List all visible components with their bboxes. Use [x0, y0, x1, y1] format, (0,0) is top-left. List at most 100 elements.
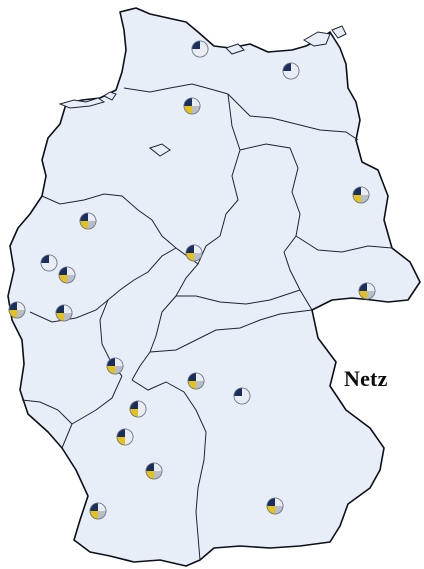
marker-segment-navy: [130, 401, 138, 409]
marker-segment-light: [154, 463, 162, 471]
city-marker-stuttgart: [145, 462, 163, 480]
marker-segment-light: [115, 358, 123, 366]
marker-ring: [40, 254, 58, 272]
marker-ring: [79, 212, 97, 230]
city-marker-berlin: [352, 186, 370, 204]
city-marker-bayreuth: [233, 387, 251, 405]
marker-segment-yellow: [80, 221, 88, 229]
marker-segment-navy: [267, 498, 275, 506]
marker-segment-light: [194, 245, 202, 253]
marker-segment-light: [138, 409, 146, 417]
marker-ring: [233, 387, 251, 405]
marker-ring: [187, 372, 205, 390]
marker-segment-yellow: [146, 471, 154, 479]
marker-segment-yellow: [184, 106, 192, 114]
marker-segment-gray: [115, 366, 123, 374]
marker-segment-light: [291, 63, 299, 71]
marker-segment-yellow: [117, 437, 125, 445]
marker-ring: [266, 497, 284, 515]
city-marker-rostock: [282, 62, 300, 80]
marker-segment-gray: [275, 506, 283, 514]
city-marker-bonn: [55, 304, 73, 322]
marker-segment-light: [88, 213, 96, 221]
germany-outline: [7, 7, 421, 567]
marker-ring: [89, 502, 107, 520]
marker-segment-light: [192, 49, 200, 57]
marker-segment-yellow: [130, 409, 138, 417]
marker-segment-navy: [234, 388, 242, 396]
marker-ring: [8, 301, 26, 319]
marker-segment-yellow: [359, 291, 367, 299]
marker-segment-gray: [367, 291, 375, 299]
marker-segment-light: [200, 49, 208, 57]
marker-segment-light: [275, 498, 283, 506]
marker-segment-gray: [196, 381, 204, 389]
marker-ring: [352, 186, 370, 204]
marker-segment-yellow: [90, 511, 98, 519]
marker-segment-light: [98, 503, 106, 511]
marker-segment-navy: [283, 63, 291, 71]
marker-segment-light: [67, 267, 75, 275]
marker-segment-gray: [17, 310, 25, 318]
marker-segment-light: [367, 283, 375, 291]
marker-segment-light: [196, 373, 204, 381]
marker-segment-light: [242, 388, 250, 396]
marker-ring: [129, 400, 147, 418]
city-marker-essen: [58, 266, 76, 284]
city-marker-aachen: [8, 301, 26, 319]
city-marker-mannheim: [129, 400, 147, 418]
marker-segment-navy: [56, 305, 64, 313]
marker-segment-light: [125, 437, 133, 445]
marker-segment-yellow: [107, 366, 115, 374]
marker-segment-yellow: [9, 310, 17, 318]
marker-ring: [116, 428, 134, 446]
marker-segment-light: [361, 187, 369, 195]
city-marker-muenster: [79, 212, 97, 230]
marker-segment-navy: [80, 213, 88, 221]
marker-segment-navy: [188, 373, 196, 381]
marker-segment-navy: [90, 503, 98, 511]
state-borders: [21, 83, 393, 561]
marker-ring: [191, 40, 209, 58]
marker-segment-navy: [117, 429, 125, 437]
marker-segment-yellow: [353, 195, 361, 203]
marker-segment-light: [192, 98, 200, 106]
marker-ring: [183, 97, 201, 115]
marker-ring: [185, 244, 203, 262]
marker-segment-yellow: [188, 381, 196, 389]
city-marker-kiel: [191, 40, 209, 58]
marker-ring: [58, 266, 76, 284]
marker-ring: [55, 304, 73, 322]
city-marker-munich: [266, 497, 284, 515]
city-marker-hamburg: [183, 97, 201, 115]
city-marker-goettingen: [185, 244, 203, 262]
city-marker-freiburg: [89, 502, 107, 520]
marker-segment-navy: [184, 98, 192, 106]
marker-segment-gray: [88, 221, 96, 229]
marker-segment-gray: [194, 253, 202, 261]
marker-segment-gray: [98, 511, 106, 519]
marker-segment-light: [41, 263, 49, 271]
marker-segment-light: [291, 71, 299, 79]
marker-segment-light: [283, 71, 291, 79]
city-marker-mainz: [106, 357, 124, 375]
marker-segment-yellow: [186, 253, 194, 261]
marker-segment-navy: [353, 187, 361, 195]
coast-islands: [58, 25, 347, 157]
marker-segment-navy: [146, 463, 154, 471]
marker-ring: [282, 62, 300, 80]
marker-segment-light: [200, 41, 208, 49]
marker-segment-gray: [192, 106, 200, 114]
marker-segment-navy: [186, 245, 194, 253]
marker-segment-gray: [64, 313, 72, 321]
marker-segment-light: [64, 305, 72, 313]
marker-segment-light: [17, 302, 25, 310]
marker-segment-navy: [359, 283, 367, 291]
city-marker-wuerzburg: [187, 372, 205, 390]
marker-ring: [106, 357, 124, 375]
marker-segment-navy: [41, 255, 49, 263]
city-marker-dresden: [358, 282, 376, 300]
marker-segment-yellow: [267, 506, 275, 514]
marker-segment-gray: [361, 195, 369, 203]
